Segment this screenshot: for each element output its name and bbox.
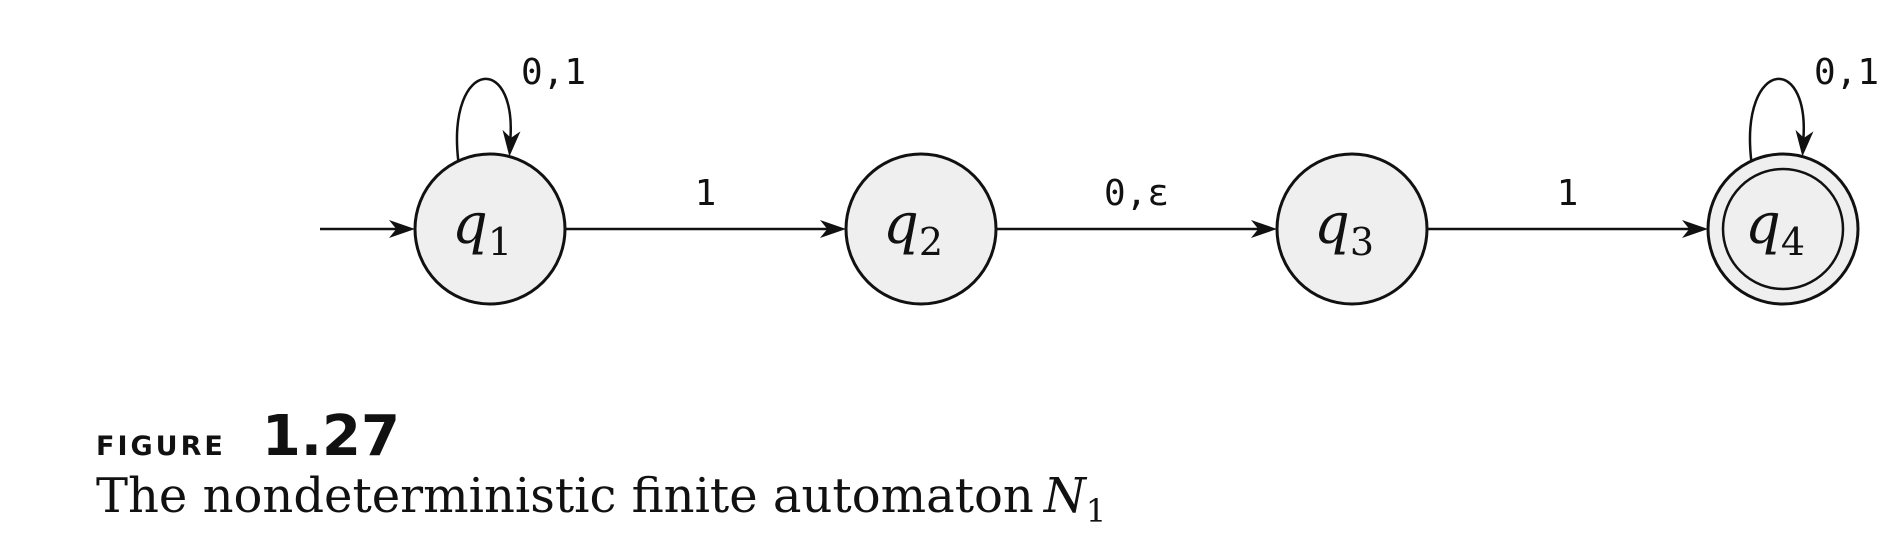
- transition-label-q1-q2: 1: [695, 173, 717, 214]
- state-label-index-q4: 4: [1781, 220, 1805, 264]
- state-label-index-q3: 3: [1350, 220, 1374, 264]
- state-circle-q2: [844, 152, 998, 306]
- start-arrowhead: [389, 220, 415, 238]
- state-label-base-q3: q: [1314, 192, 1350, 257]
- edges-layer: 1 0,ε 1 0,1 0,1: [320, 52, 1879, 238]
- state-q2: q2: [844, 152, 998, 306]
- self-loop-label-q4: 0,1: [1814, 52, 1879, 93]
- figure-word: figure: [96, 420, 226, 464]
- figure-heading: figure 1.27: [96, 404, 400, 469]
- transition-arrowhead-q2-q3: [1251, 220, 1277, 238]
- state-label-base-q2: q: [883, 192, 919, 257]
- state-label-base-q1: q: [452, 192, 488, 257]
- state-label-q3: q3: [1314, 192, 1374, 264]
- state-circle-q1: [413, 152, 567, 306]
- transition-label-q2-q3: 0,ε: [1104, 173, 1169, 214]
- state-label-index-q2: 2: [919, 220, 943, 264]
- self-loop-label-q1: 0,1: [521, 52, 586, 93]
- description-text: The nondeterministic finite automaton: [96, 468, 1034, 524]
- transition-arrowhead-q3-q4: [1682, 220, 1708, 238]
- state-label-base-q4: q: [1745, 192, 1781, 257]
- automaton-symbol: N1: [1043, 468, 1106, 530]
- self-loop-q1: [455, 77, 512, 162]
- state-q4: q4: [1706, 152, 1860, 306]
- automaton-symbol-subscript: 1: [1085, 492, 1107, 530]
- self-loop-arrowhead-q1: [502, 129, 521, 157]
- state-label-index-q1: 1: [488, 220, 512, 264]
- automaton-symbol-base: N: [1043, 468, 1086, 524]
- state-q1: q1: [413, 152, 567, 306]
- state-q3: q3: [1275, 152, 1429, 306]
- accept-ring-q4: [1721, 167, 1845, 291]
- self-loop-arrowhead-q4: [1795, 129, 1814, 157]
- state-circle-q4: [1706, 152, 1860, 306]
- state-circle-q3: [1275, 152, 1429, 306]
- figure-number: 1.27: [261, 404, 400, 469]
- self-loop-q4: [1748, 77, 1805, 162]
- state-label-q2: q2: [883, 192, 943, 264]
- state-label-q4: q4: [1745, 192, 1805, 264]
- transition-arrowhead-q1-q2: [820, 220, 846, 238]
- transition-label-q3-q4: 1: [1557, 173, 1579, 214]
- state-label-q1: q1: [452, 192, 512, 264]
